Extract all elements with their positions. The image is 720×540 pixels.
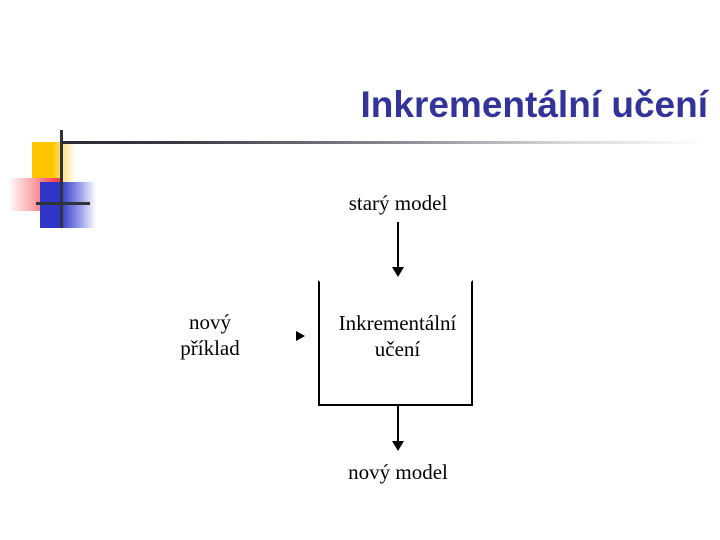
flowchart-process-box-label: Inkrementální učení [338, 311, 457, 362]
corner-logo [0, 60, 140, 228]
flowchart-node-novy-priklad: nový příklad [180, 310, 240, 360]
title-separator-rule [62, 141, 710, 144]
logo-vertical-rule [60, 130, 63, 228]
slide-title: Inkrementální učení [360, 84, 709, 125]
flowchart-arrow-novy-priklad-to-process [296, 331, 305, 341]
logo-yellow-square [32, 142, 76, 182]
flowchart-arrow-process-to-novy-model [392, 406, 404, 451]
flowchart-process-box: Inkrementální učení [318, 280, 473, 406]
logo-horizontal-rule [36, 202, 90, 205]
flowchart-node-stary-model: starý model [348, 191, 448, 215]
flowchart-node-novy-model: nový model [348, 460, 448, 484]
logo-blue-rectangle [40, 182, 96, 228]
flowchart-arrow-stary-model-to-process [392, 222, 404, 277]
